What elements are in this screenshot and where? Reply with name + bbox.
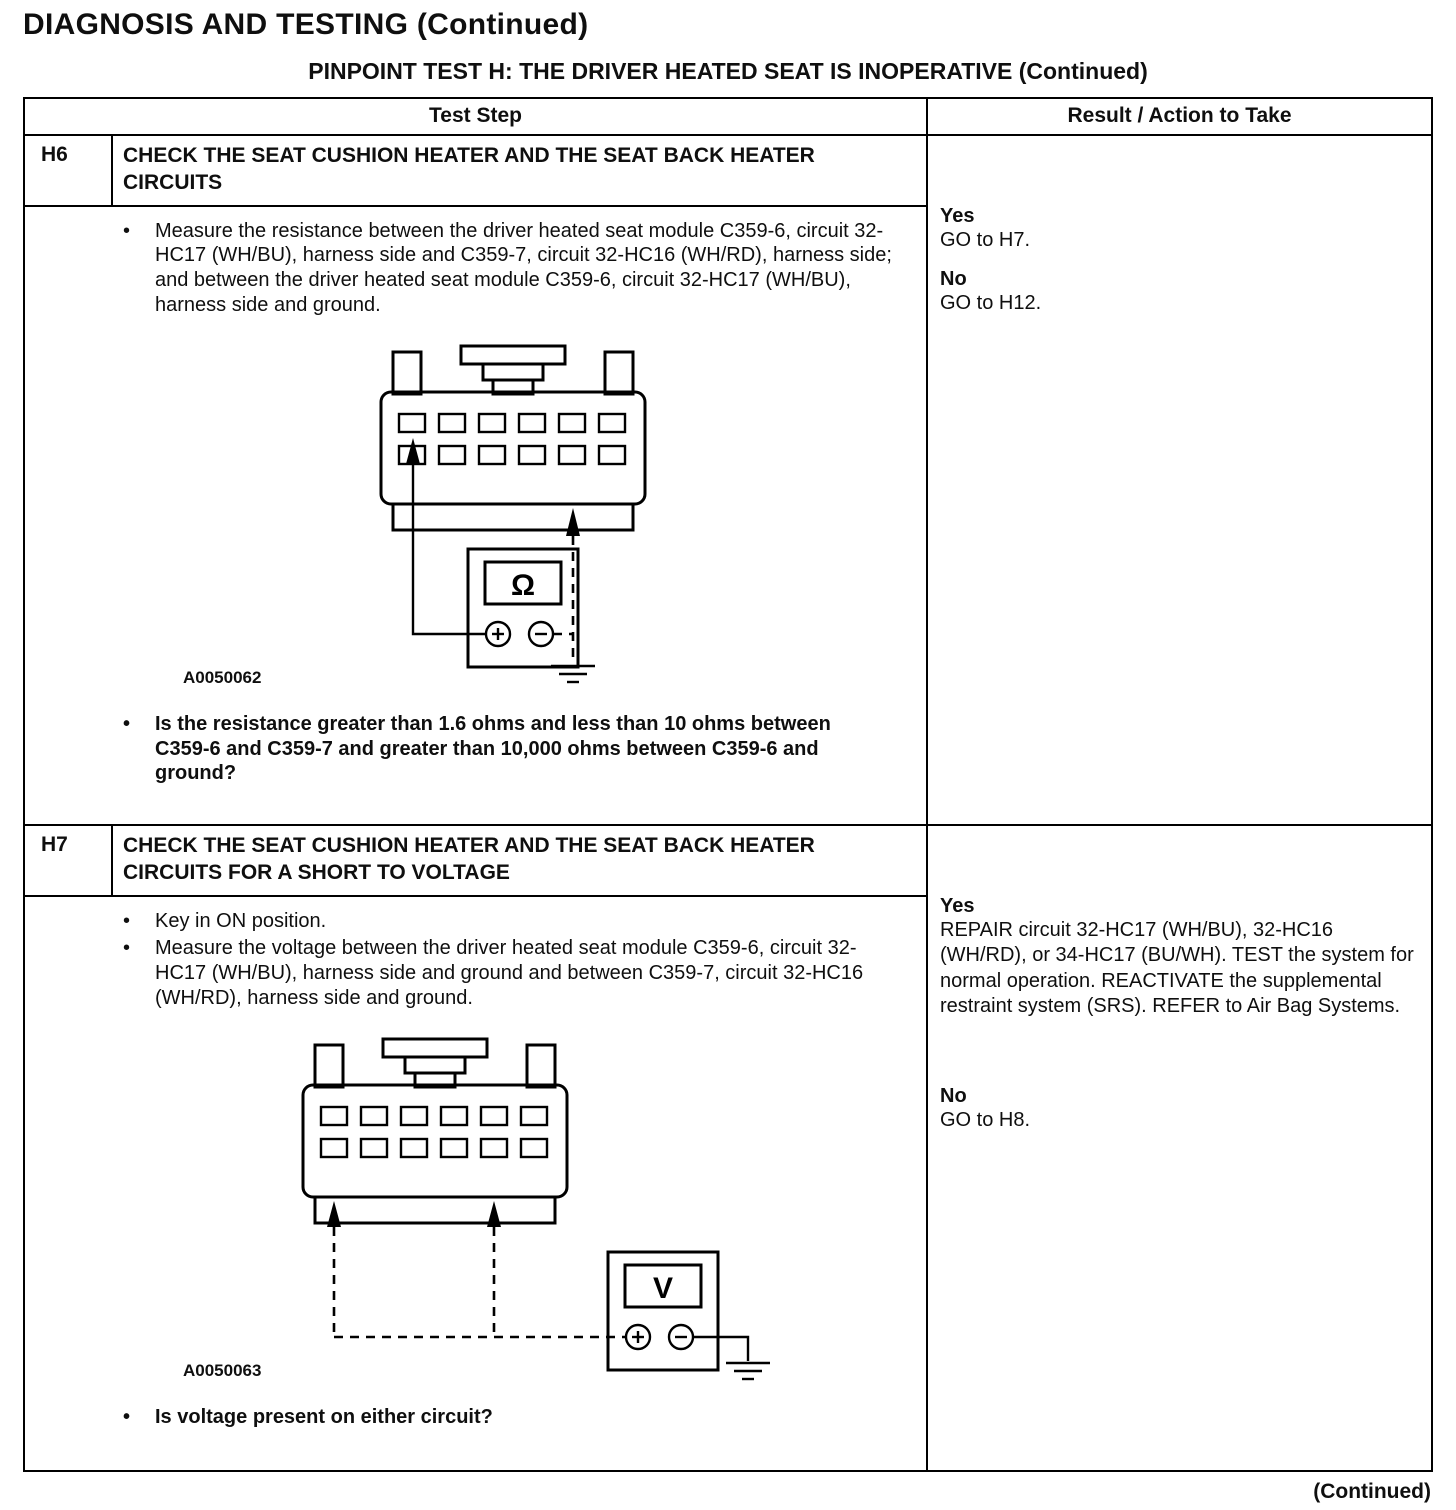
figure-label: A0050063 [183, 1360, 262, 1380]
probe-icon [487, 1200, 501, 1227]
question-text: Is voltage present on either circuit? [155, 1405, 493, 1428]
result-label: No [940, 1084, 967, 1107]
result-label: Yes [940, 205, 975, 227]
meter-symbol: Ω [511, 569, 535, 602]
probe-icon [566, 507, 580, 536]
probe-icon [327, 1200, 341, 1227]
step-header-h6: H6 CHECK THE SEAT CUSHION HEATER AND THE… [25, 136, 926, 207]
test-step-cell-h6: H6 CHECK THE SEAT CUSHION HEATER AND THE… [25, 136, 928, 824]
bullet-icon [123, 909, 155, 934]
step-title-h7: CHECK THE SEAT CUSHION HEATER AND THE SE… [123, 834, 815, 885]
result-cell-h7: Yes REPAIR circuit 32-HC17 (WH/BU), 32-H… [928, 826, 1431, 1470]
result-action: GO to H8. [940, 1108, 1031, 1131]
result-no: No GO to H12. [940, 267, 1419, 316]
result-action: REPAIR circuit 32-HC17 (WH/BU), 32-HC16 … [940, 919, 1414, 1018]
figure-h7: V A0050063 [123, 1027, 916, 1381]
result-action: GO to H12. [940, 292, 1042, 315]
column-header-test-step: Test Step [25, 99, 928, 134]
step-body-h7: Key in ON position. Measure the voltage … [25, 897, 926, 1470]
question-text: Is the resistance greater than 1.6 ohms … [155, 712, 831, 785]
bullet-icon [123, 712, 155, 786]
step-body-h6: Measure the resistance between the drive… [25, 207, 926, 824]
result-label: No [940, 268, 967, 291]
instruction-bullet: Measure the resistance between the drive… [123, 219, 916, 318]
result-action: GO to H7. [940, 229, 1031, 251]
meter-symbol: V [653, 1272, 673, 1305]
bullet-icon [123, 1405, 155, 1430]
table-row-h6: H6 CHECK THE SEAT CUSHION HEATER AND THE… [25, 136, 1431, 826]
result-yes: Yes REPAIR circuit 32-HC17 (WH/BU), 32-H… [940, 894, 1419, 1020]
pinpoint-test-table: Test Step Result / Action to Take H6 CHE… [23, 97, 1433, 1472]
figure-h6: Ω A0050062 [123, 334, 916, 688]
instruction-bullet: Measure the voltage between the driver h… [123, 936, 916, 1010]
figure-label: A0050062 [183, 667, 262, 687]
instruction-text: Key in ON position. [155, 909, 327, 932]
connector-voltmeter-diagram: V [301, 1037, 770, 1380]
result-cell-h6: Yes GO to H7. No GO to H12. [928, 136, 1431, 824]
test-step-cell-h7: H7 CHECK THE SEAT CUSHION HEATER AND THE… [25, 826, 928, 1470]
bullet-icon [123, 936, 155, 1010]
continued-footer: (Continued) [1313, 1480, 1431, 1503]
page-subtitle: PINPOINT TEST H: THE DRIVER HEATED SEAT … [308, 58, 1148, 84]
result-no: No GO to H8. [940, 1084, 1419, 1133]
table-row-h7: H7 CHECK THE SEAT CUSHION HEATER AND THE… [25, 826, 1431, 1470]
bullet-icon [123, 219, 155, 318]
result-label: Yes [940, 895, 975, 917]
instruction-text: Measure the voltage between the driver h… [155, 937, 864, 1009]
table-header-row: Test Step Result / Action to Take [25, 99, 1431, 136]
question-bullet: Is the resistance greater than 1.6 ohms … [123, 712, 916, 786]
probe-icon [406, 437, 420, 464]
connector-ohmmeter-diagram: Ω [379, 344, 647, 683]
column-header-result: Result / Action to Take [1067, 104, 1292, 127]
step-title-h6: CHECK THE SEAT CUSHION HEATER AND THE SE… [123, 144, 815, 195]
instruction-text: Measure the resistance between the drive… [155, 219, 892, 316]
step-id-h7: H7 [25, 826, 113, 895]
question-bullet: Is voltage present on either circuit? [123, 1405, 916, 1430]
step-header-h7: H7 CHECK THE SEAT CUSHION HEATER AND THE… [25, 826, 926, 897]
instruction-bullet: Key in ON position. [123, 909, 916, 934]
result-yes: Yes GO to H7. [940, 204, 1419, 253]
step-id-h6: H6 [25, 136, 113, 205]
page-title: DIAGNOSIS AND TESTING (Continued) [23, 8, 589, 41]
